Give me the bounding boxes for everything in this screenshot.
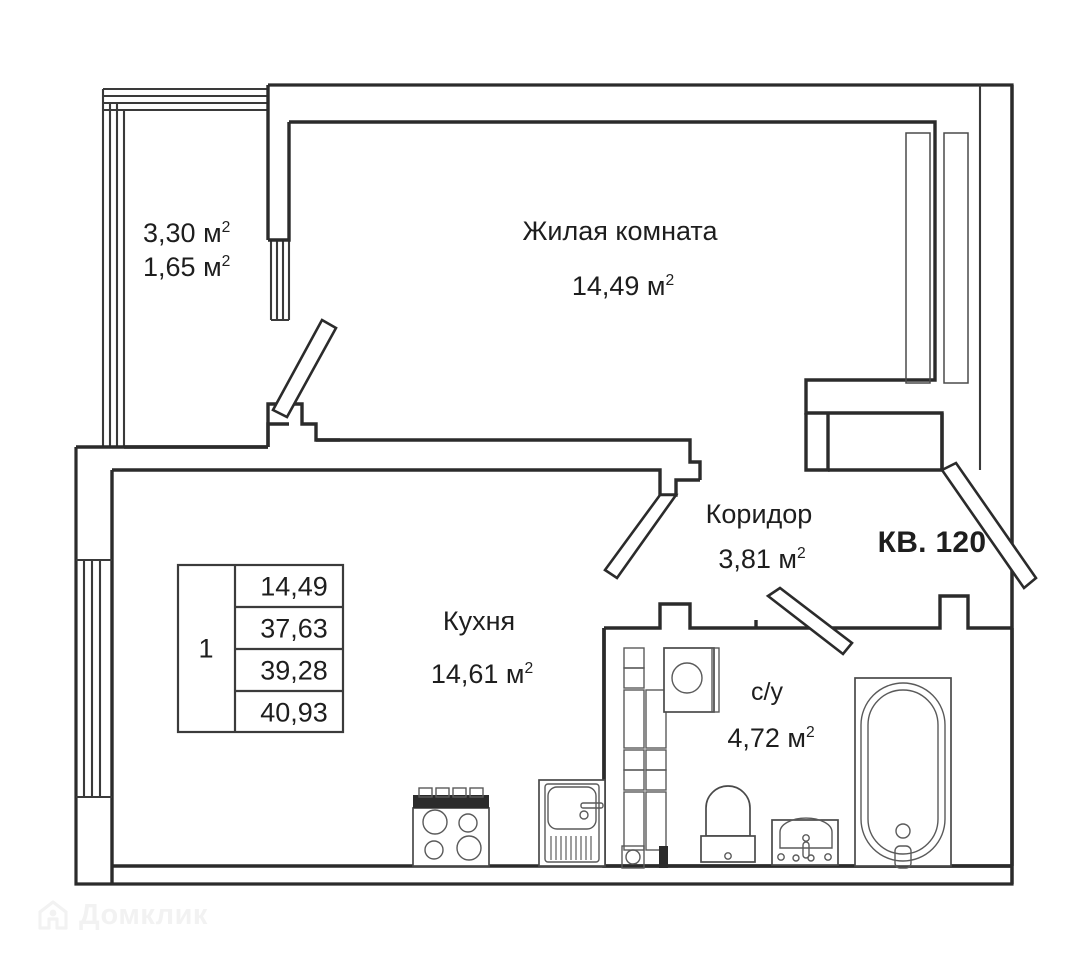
table-rooms-count: 1 <box>198 633 214 664</box>
living-room-door <box>266 318 340 447</box>
table-value-0: 14,49 <box>260 571 328 602</box>
stove-icon <box>412 787 490 867</box>
room-area-corridor: 3,81 м2 <box>718 544 806 574</box>
room-label-bathroom: с/у <box>751 678 783 706</box>
bathtub-icon <box>854 677 952 869</box>
kitchen-window <box>76 558 112 799</box>
balcony-area-net: 1,65 м2 <box>143 252 231 282</box>
table-value-1: 37,63 <box>260 613 328 644</box>
toilet-icon <box>700 785 756 863</box>
room-label-corridor: Коридор <box>705 499 813 529</box>
balcony-glazed-door <box>269 238 291 322</box>
room-label-living: Жилая комната <box>522 216 718 246</box>
table-value-2: 39,28 <box>260 655 328 686</box>
shelving-unit-icon <box>621 647 668 869</box>
kitchen-door <box>603 493 679 580</box>
washing-machine-icon <box>663 647 720 713</box>
table-value-3: 40,93 <box>260 697 328 728</box>
summary-table <box>176 563 345 734</box>
hall-kitchen-wall <box>76 438 702 884</box>
room-label-kitchen: Кухня <box>442 606 516 636</box>
balcony-area-gross: 3,30 м2 <box>143 218 231 248</box>
room-area-bathroom: 4,72 м2 <box>727 723 815 753</box>
room-area-kitchen: 14,61 м2 <box>430 659 534 689</box>
apartment-number: КВ. 120 <box>877 526 987 559</box>
room-area-living: 14,49 м2 <box>571 271 675 301</box>
washbasin-icon <box>771 817 839 866</box>
kitchen-sink-icon <box>538 779 606 867</box>
